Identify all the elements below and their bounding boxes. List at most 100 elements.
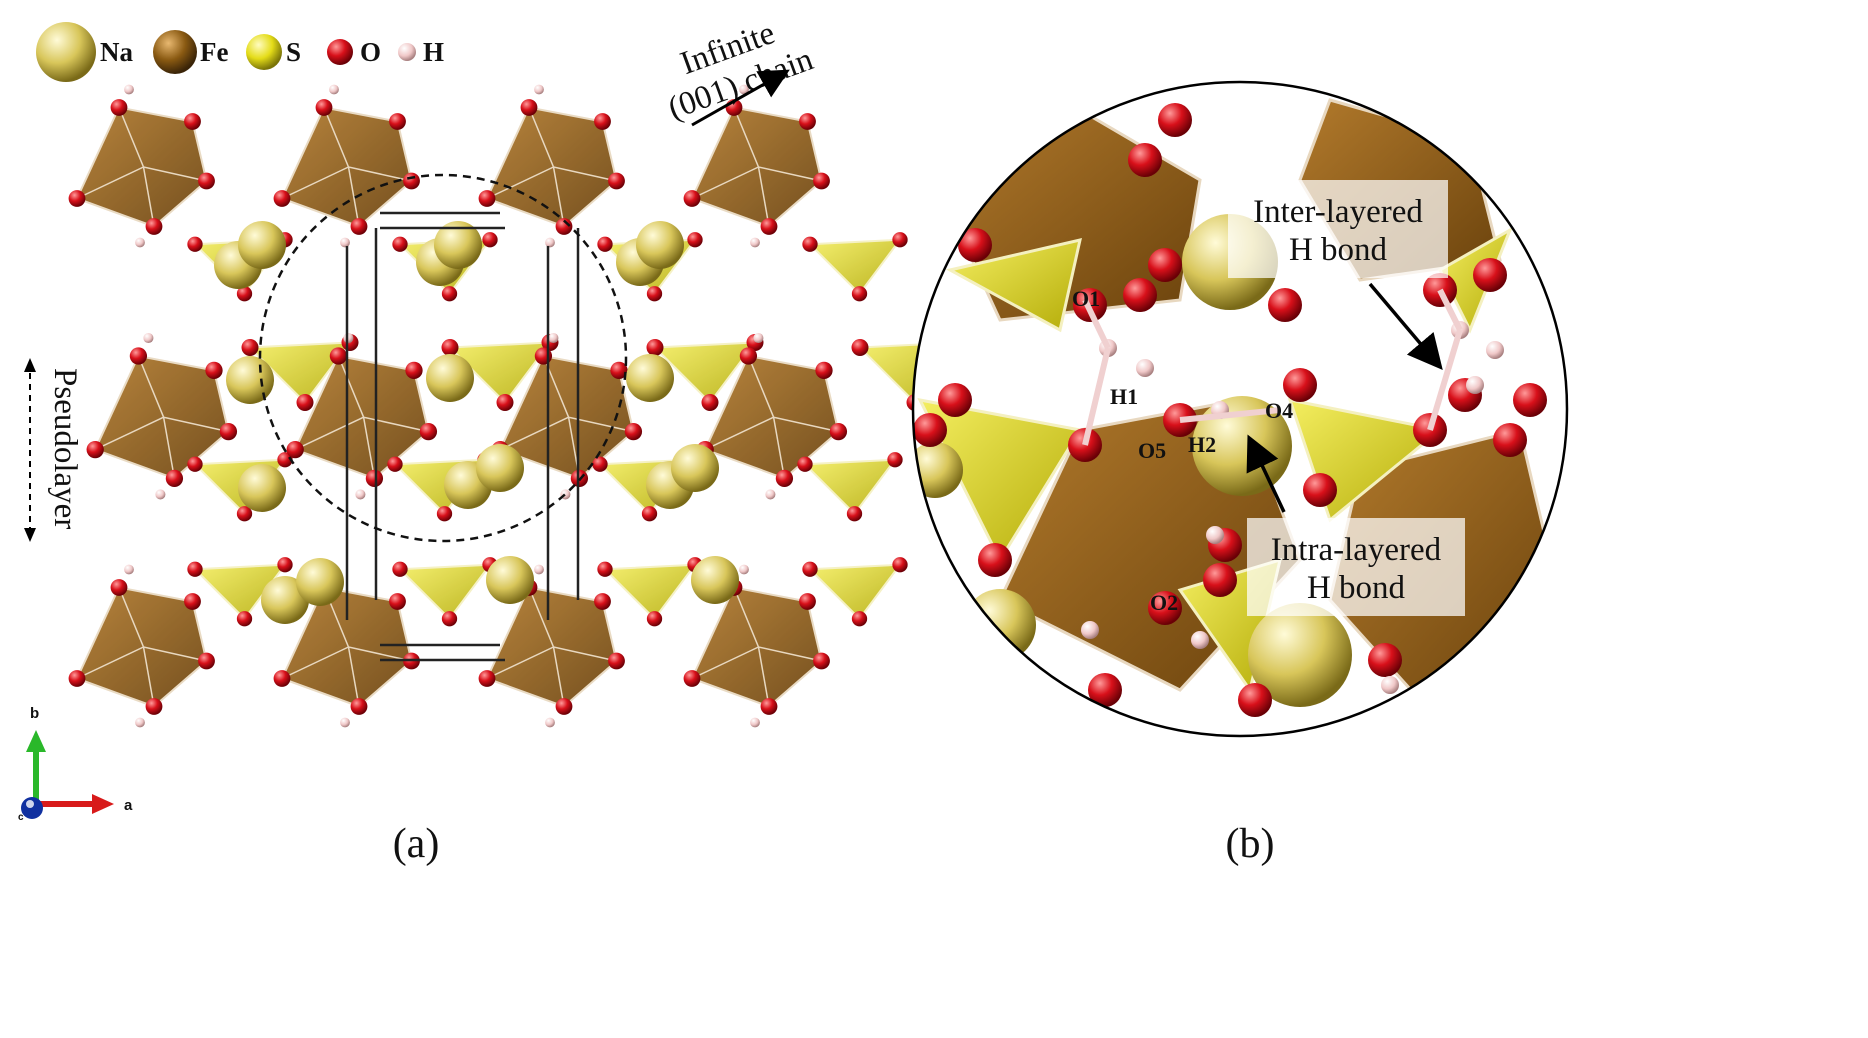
hydrogen-atom (753, 332, 764, 344)
oxygen-atom (797, 456, 813, 472)
s-tetrahedron (447, 341, 553, 405)
axis-a-label: a (124, 797, 133, 814)
oxygen-atom (1203, 563, 1237, 597)
oxygen-atom (534, 347, 553, 365)
highlight-circle (258, 173, 628, 543)
fe-octahedron (703, 354, 840, 480)
oxygen-atom (851, 611, 868, 627)
inter-layer-note-box (1228, 180, 1448, 278)
hydrogen-atom (534, 564, 544, 575)
unit-cell (345, 211, 580, 662)
oxygen-atom (597, 236, 613, 252)
chain-arrow (691, 69, 790, 127)
oxygen-atom (1268, 288, 1302, 322)
oxygen-atom (594, 593, 611, 610)
octahedron-edge (281, 646, 349, 680)
fe-octahedron (93, 354, 230, 480)
oxygen-atom (129, 347, 148, 365)
octahedron-edge (76, 646, 144, 680)
hydrogen-atom (1081, 621, 1099, 639)
oxygen-atom (68, 190, 86, 207)
octahedron-edge (552, 166, 565, 227)
oxygen-atom (813, 652, 830, 670)
oxygen-atom (760, 218, 778, 235)
hydrogen-atom (548, 332, 559, 344)
oxygen-atom (813, 172, 830, 190)
oxygen-atom (608, 652, 625, 670)
s-tetrahedron (397, 563, 493, 621)
hydrogen-atom (155, 489, 166, 500)
oxygen-atom (892, 557, 908, 573)
atom-label-o1: O1 (1072, 286, 1100, 311)
oxygen-atom (187, 561, 203, 577)
oxygen-atom (145, 698, 163, 715)
sodium-atom (671, 444, 719, 492)
oxygen-atom (815, 361, 833, 380)
hydrogen-atom (1136, 359, 1154, 377)
oxygen-atom (555, 218, 573, 235)
sodium-atom (486, 556, 534, 604)
sodium-atom (691, 556, 739, 604)
oxygen-atom (273, 670, 291, 687)
oxygen-atom (68, 670, 86, 687)
hydrogen-atom (545, 717, 555, 728)
oxygen-atom (760, 698, 778, 715)
octahedron-edge (691, 646, 759, 680)
oxygen-atom (1513, 383, 1547, 417)
panel-a: Infinite (001) chain Pseudolayer b a c (… (18, 15, 969, 867)
s-tetrahedron (807, 563, 903, 621)
axis-b-label: b (30, 705, 39, 722)
oxygen-atom (608, 172, 625, 190)
hydrogen-atom (343, 332, 354, 344)
octahedron-edge (281, 166, 349, 200)
oxygen-atom (350, 698, 368, 715)
atom-label-o2: O2 (1150, 590, 1178, 615)
hydrogen-atom (135, 717, 145, 728)
oxygen-atom (624, 422, 643, 441)
legend-na-swatch (36, 22, 96, 82)
oxygen-atom (329, 347, 348, 365)
hydrogen-atom (765, 489, 776, 500)
atom-label-h1: H1 (1110, 384, 1138, 409)
legend: Na Fe S O H (36, 22, 444, 82)
legend-h-label: H (423, 37, 444, 67)
hydrogen-atom (329, 84, 339, 95)
hydrogen-atom (340, 717, 350, 728)
oxygen-atom (315, 99, 333, 116)
hydrogen-atom (355, 489, 366, 500)
oxygen-atom (419, 422, 438, 441)
hydrogen-atom (750, 237, 760, 248)
hydrogen-atom (124, 564, 134, 575)
oxygen-atom (958, 228, 992, 262)
pseudolayer-label: Pseudolayer (47, 368, 83, 529)
legend-s-label: S (286, 37, 301, 67)
o-h-bond (1082, 347, 1111, 446)
oxygen-atom (978, 543, 1012, 577)
sodium-atom (426, 354, 474, 402)
oxygen-atom (273, 190, 291, 207)
oxygen-atom (441, 339, 459, 356)
s-tetrahedron (602, 563, 698, 621)
oxygen-atom (892, 232, 908, 248)
oxygen-atom (1303, 473, 1337, 507)
oxygen-atom (389, 113, 406, 130)
octahedron-edge (486, 166, 554, 200)
intra-layer-arrow (1246, 434, 1286, 513)
oxygen-atom (1123, 278, 1157, 312)
octahedron-edge (499, 416, 569, 451)
oxygen-atom (441, 611, 458, 627)
oxygen-atom (296, 394, 314, 411)
oxygen-atom (219, 422, 238, 441)
sodium-atom (1248, 603, 1352, 707)
oxygen-atom (1238, 683, 1272, 717)
oxygen-atom (286, 440, 304, 459)
oxygen-atom (1158, 103, 1192, 137)
octahedron-edge (552, 646, 565, 707)
legend-h-swatch (398, 43, 416, 61)
octahedron-edge (294, 416, 364, 451)
oxygen-atom (387, 456, 403, 472)
hydrogen-atom (739, 84, 749, 95)
oxygen-atom (1148, 248, 1182, 282)
oxygen-atom (594, 113, 611, 130)
zoom-circle-border (911, 80, 1569, 738)
